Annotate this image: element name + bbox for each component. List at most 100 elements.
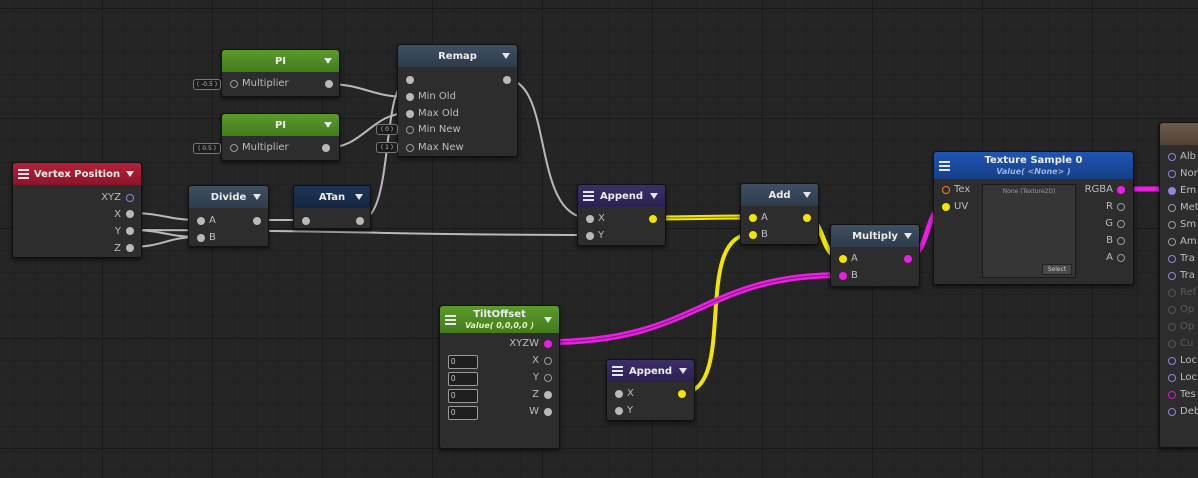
output-port[interactable] — [325, 80, 333, 88]
b-input-port[interactable] — [749, 231, 757, 239]
min-new-value-box[interactable]: ( 0 ) — [376, 124, 398, 135]
output-port[interactable] — [678, 390, 686, 398]
local-vertex-normal-input-port[interactable] — [1168, 374, 1176, 382]
w-output-port[interactable] — [544, 408, 552, 416]
node-header[interactable]: Texture Sample 0 Value( <None> ) — [934, 152, 1133, 179]
tilt-offset-node[interactable]: TiltOffset Value( 0,0,0,0 ) XYZW X Y Z W — [439, 305, 560, 449]
chevron-down-icon[interactable] — [324, 122, 332, 128]
custom-lighting-input-port[interactable] — [1168, 340, 1176, 348]
opacity-input-port[interactable] — [1168, 306, 1176, 314]
xyzw-output-port[interactable] — [544, 340, 552, 348]
z-output-port[interactable] — [544, 391, 552, 399]
max-new-input-port[interactable] — [406, 144, 414, 152]
chevron-down-icon[interactable] — [324, 58, 332, 64]
max-new-value-box[interactable]: ( 1 ) — [376, 142, 398, 153]
uv-input-port[interactable] — [942, 203, 950, 211]
multiplier-value-box[interactable]: ( 0.5 ) — [193, 143, 221, 154]
node-header[interactable]: TiltOffset Value( 0,0,0,0 ) — [440, 306, 559, 333]
output-port[interactable] — [322, 144, 330, 152]
menu-icon[interactable] — [939, 160, 950, 171]
add-node[interactable]: Add A B — [740, 183, 819, 245]
y-output-port[interactable] — [126, 227, 134, 235]
a-output-port[interactable] — [1117, 254, 1125, 262]
node-header[interactable]: Append — [578, 185, 665, 207]
menu-icon[interactable] — [445, 314, 456, 325]
multiplier-input-port[interactable] — [230, 80, 238, 88]
menu-icon[interactable] — [583, 191, 594, 201]
translucency-input-port[interactable] — [1168, 272, 1176, 280]
node-header[interactable]: Add — [741, 184, 818, 206]
g-output-port[interactable] — [1117, 220, 1125, 228]
chevron-down-icon[interactable] — [650, 193, 658, 199]
transmission-input-port[interactable] — [1168, 255, 1176, 263]
menu-icon[interactable] — [18, 169, 29, 179]
append-node-2[interactable]: Append X Y — [606, 359, 695, 421]
a-input-port[interactable] — [197, 217, 205, 225]
chevron-down-icon[interactable] — [544, 316, 552, 323]
chevron-down-icon[interactable] — [126, 171, 134, 177]
emission-input-port[interactable] — [1168, 187, 1176, 195]
select-button[interactable]: Select — [1042, 264, 1072, 275]
output-port[interactable] — [356, 217, 364, 225]
multiplier-value-box[interactable]: ( -0.5 ) — [193, 79, 221, 90]
y-value-field[interactable] — [448, 372, 478, 386]
node-header[interactable]: ATan — [294, 186, 370, 208]
node-header[interactable]: PI — [222, 50, 339, 72]
output-port[interactable] — [803, 214, 811, 222]
xyz-output-port[interactable] — [126, 194, 134, 202]
output-port[interactable] — [253, 217, 261, 225]
multiplier-input-port[interactable] — [230, 144, 238, 152]
pi-node-2[interactable]: PI Multiplier — [221, 113, 340, 161]
output-port[interactable] — [904, 255, 912, 263]
node-header[interactable]: PI — [222, 114, 339, 136]
output-node[interactable]: Ne Alb Nor Em Met Sm Am Tra Tra Ref Op O… — [1159, 122, 1198, 448]
chevron-down-icon[interactable] — [355, 194, 363, 200]
append-node-1[interactable]: Append X Y — [577, 184, 666, 246]
chevron-down-icon[interactable] — [904, 233, 912, 239]
input-port[interactable] — [302, 217, 310, 225]
node-header[interactable]: Multiply — [831, 225, 919, 247]
max-old-input-port[interactable] — [406, 110, 414, 118]
y-input-port[interactable] — [615, 407, 623, 415]
a-input-port[interactable] — [749, 214, 757, 222]
a-input-port[interactable] — [839, 255, 847, 263]
node-header[interactable]: Remap — [398, 45, 517, 67]
node-header[interactable]: Divide — [189, 186, 268, 208]
min-new-input-port[interactable] — [406, 126, 414, 134]
chevron-down-icon[interactable] — [803, 192, 811, 198]
min-old-input-port[interactable] — [406, 93, 414, 101]
smoothness-input-port[interactable] — [1168, 221, 1176, 229]
r-output-port[interactable] — [1117, 203, 1125, 211]
debug-input-port[interactable] — [1168, 408, 1176, 416]
y-output-port[interactable] — [544, 374, 552, 382]
w-value-field[interactable] — [448, 406, 478, 420]
opacity-mask-input-port[interactable] — [1168, 323, 1176, 331]
chevron-down-icon[interactable] — [253, 194, 261, 200]
z-output-port[interactable] — [126, 244, 134, 252]
x-output-port[interactable] — [126, 210, 134, 218]
node-header[interactable]: Vertex Position — [13, 163, 141, 185]
x-input-port[interactable] — [586, 215, 594, 223]
b-input-port[interactable] — [839, 272, 847, 280]
x-input-port[interactable] — [615, 390, 623, 398]
chevron-down-icon[interactable] — [502, 53, 510, 59]
x-value-field[interactable] — [448, 355, 478, 369]
albedo-input-port[interactable] — [1168, 153, 1176, 161]
tex-input-port[interactable] — [942, 186, 950, 194]
tessellation-input-port[interactable] — [1168, 391, 1176, 399]
node-header[interactable]: Ne — [1160, 123, 1198, 145]
x-output-port[interactable] — [544, 357, 552, 365]
atan-node[interactable]: ATan — [293, 185, 371, 229]
metallic-input-port[interactable] — [1168, 204, 1176, 212]
b-output-port[interactable] — [1117, 237, 1125, 245]
value-input-port[interactable] — [406, 76, 414, 84]
ambient-occlusion-input-port[interactable] — [1168, 238, 1176, 246]
b-input-port[interactable] — [197, 234, 205, 242]
output-port[interactable] — [503, 76, 511, 84]
texture-sample-node[interactable]: Texture Sample 0 Value( <None> ) Tex UV … — [933, 151, 1134, 285]
output-port[interactable] — [649, 215, 657, 223]
remap-node[interactable]: Remap Min Old Max Old Min New Max New — [397, 44, 518, 157]
normal-input-port[interactable] — [1168, 170, 1176, 178]
chevron-down-icon[interactable] — [679, 368, 687, 374]
y-input-port[interactable] — [586, 232, 594, 240]
